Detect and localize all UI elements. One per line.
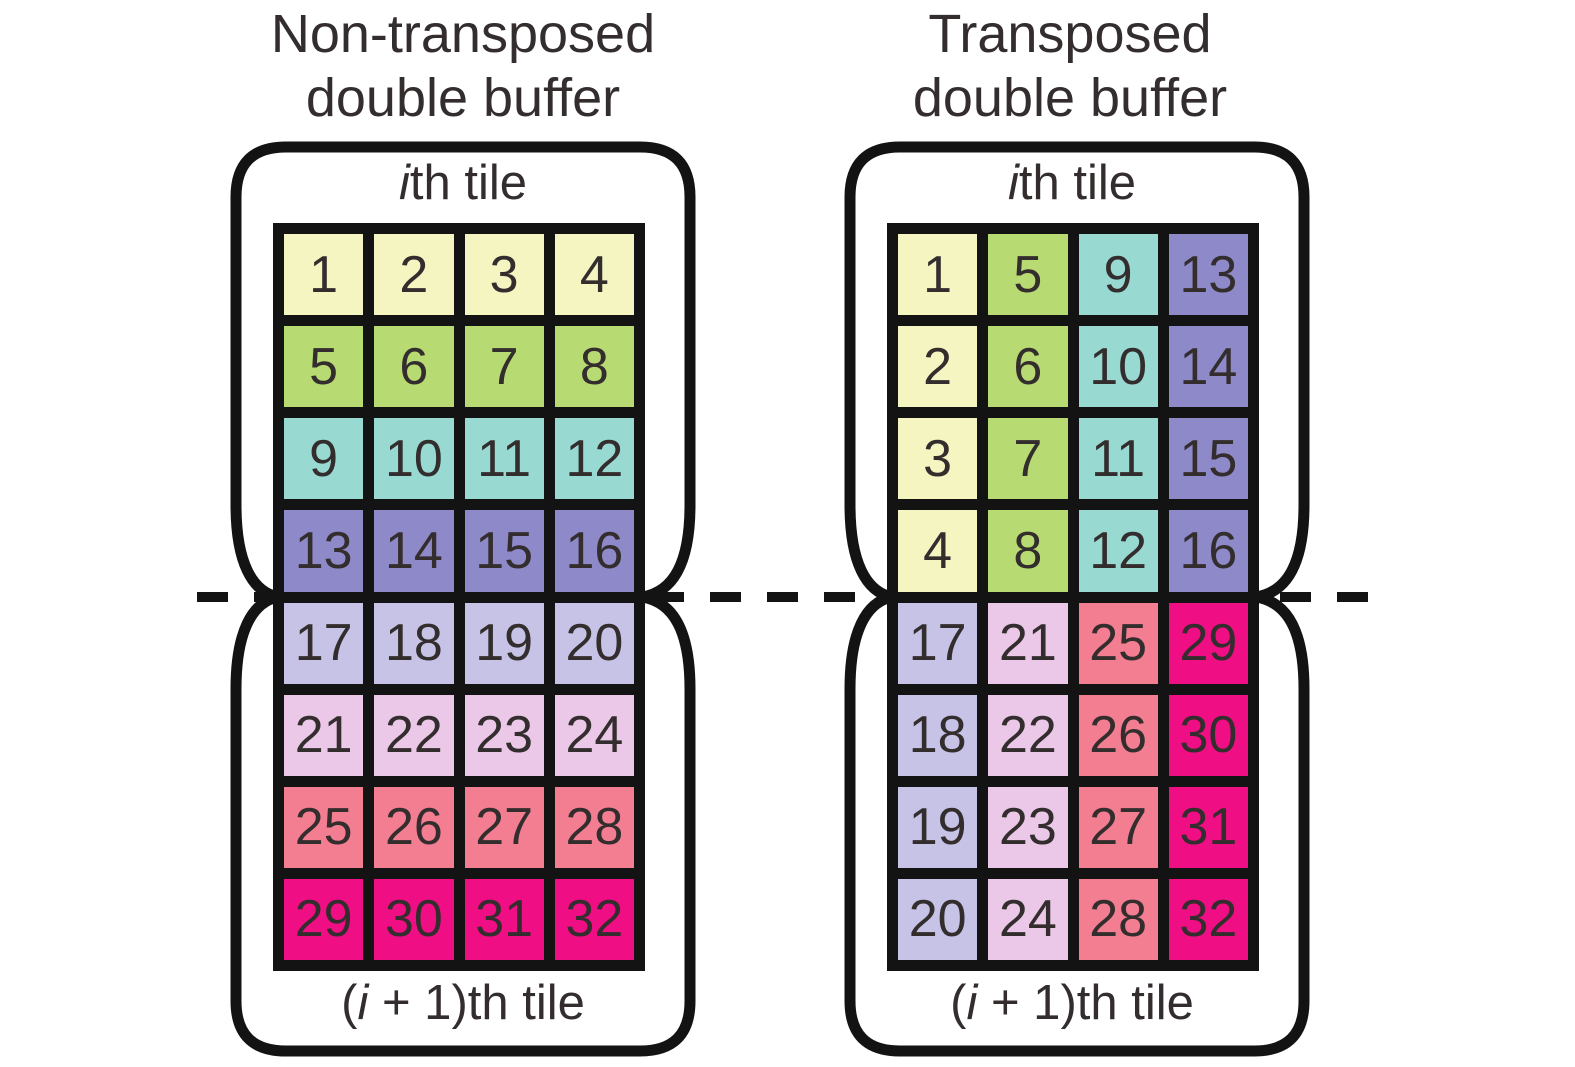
tile-label-italic-i: i bbox=[398, 156, 410, 210]
grid-cell: 7 bbox=[464, 326, 544, 408]
grid-cell: 14 bbox=[374, 510, 454, 592]
non-transposed-ith-tile-label: ith tile bbox=[236, 152, 690, 214]
grid-cell: 21 bbox=[284, 694, 364, 776]
grid-cell: 27 bbox=[1078, 786, 1158, 868]
non-transposed-top-tile-bracket bbox=[230, 141, 696, 603]
grid-cell: 13 bbox=[1168, 234, 1248, 316]
grid-cell: 18 bbox=[374, 602, 454, 684]
grid-cell: 7 bbox=[988, 418, 1068, 500]
grid-cell: 29 bbox=[284, 878, 364, 960]
grid-cell: 9 bbox=[1078, 234, 1158, 316]
grid-cell: 19 bbox=[464, 602, 544, 684]
grid-cell: 32 bbox=[1168, 878, 1248, 960]
grid-cell: 11 bbox=[464, 418, 544, 500]
grid-cell: 28 bbox=[1078, 878, 1158, 960]
grid-cell: 20 bbox=[898, 878, 978, 960]
grid-cell: 4 bbox=[554, 234, 634, 316]
grid-cell: 5 bbox=[988, 234, 1068, 316]
grid-cell: 18 bbox=[898, 694, 978, 776]
grid-cell: 22 bbox=[374, 694, 454, 776]
grid-cell: 12 bbox=[554, 418, 634, 500]
grid-cell: 31 bbox=[1168, 786, 1248, 868]
grid-cell: 25 bbox=[1078, 602, 1158, 684]
tile-label-italic-i: i bbox=[966, 976, 978, 1030]
grid-cell: 3 bbox=[898, 418, 978, 500]
grid-cell: 24 bbox=[554, 694, 634, 776]
tile-label-paren: ( bbox=[950, 976, 967, 1030]
grid-cell: 16 bbox=[554, 510, 634, 592]
grid-cell: 17 bbox=[284, 602, 364, 684]
transposed-i-plus-1th-tile-label: (i + 1)th tile bbox=[850, 972, 1294, 1034]
grid-cell: 30 bbox=[374, 878, 454, 960]
grid-cell: 25 bbox=[284, 786, 364, 868]
tile-label-italic-i: i bbox=[357, 976, 369, 1030]
grid-cell: 23 bbox=[464, 694, 544, 776]
non-transposed-title: Non-transposed double buffer bbox=[163, 2, 763, 130]
grid-cell: 32 bbox=[554, 878, 634, 960]
transposed-top-tile-bracket bbox=[844, 141, 1310, 603]
grid-cell: 19 bbox=[898, 786, 978, 868]
title-line-1: Non-transposed bbox=[270, 4, 656, 64]
grid-cell: 26 bbox=[1078, 694, 1158, 776]
transposed-bottom-tile-bracket bbox=[844, 591, 1310, 1057]
grid-cell: 13 bbox=[284, 510, 364, 592]
title-line-1: Transposed bbox=[928, 4, 1212, 64]
transposed-title: Transposed double buffer bbox=[770, 2, 1370, 130]
grid-cell: 27 bbox=[464, 786, 544, 868]
tile-label-text: + 1)th tile bbox=[368, 976, 585, 1030]
grid-cell: 15 bbox=[464, 510, 544, 592]
grid-cell: 14 bbox=[1168, 326, 1248, 408]
non-transposed-i-plus-1th-tile-label: (i + 1)th tile bbox=[236, 972, 690, 1034]
title-line-2: double buffer bbox=[912, 68, 1228, 128]
grid-cell: 29 bbox=[1168, 602, 1248, 684]
title-line-2: double buffer bbox=[305, 68, 621, 128]
tile-label-text: th tile bbox=[409, 156, 527, 210]
grid-cell: 6 bbox=[374, 326, 454, 408]
tile-label-paren: ( bbox=[341, 976, 358, 1030]
grid-cell: 31 bbox=[464, 878, 544, 960]
grid-cell: 11 bbox=[1078, 418, 1158, 500]
grid-cell: 20 bbox=[554, 602, 634, 684]
grid-cell: 26 bbox=[374, 786, 454, 868]
grid-cell: 22 bbox=[988, 694, 1068, 776]
grid-cell: 1 bbox=[284, 234, 364, 316]
grid-cell: 2 bbox=[898, 326, 978, 408]
grid-cell: 8 bbox=[988, 510, 1068, 592]
grid-cell: 1 bbox=[898, 234, 978, 316]
transposed-ith-tile-label: ith tile bbox=[850, 152, 1294, 214]
grid-cell: 21 bbox=[988, 602, 1068, 684]
grid-cell: 10 bbox=[374, 418, 454, 500]
grid-cell: 9 bbox=[284, 418, 364, 500]
grid-cell: 30 bbox=[1168, 694, 1248, 776]
grid-cell: 28 bbox=[554, 786, 634, 868]
grid-cell: 4 bbox=[898, 510, 978, 592]
tile-label-italic-i: i bbox=[1007, 156, 1019, 210]
tile-label-text: th tile bbox=[1018, 156, 1136, 210]
grid-cell: 10 bbox=[1078, 326, 1158, 408]
grid-cell: 15 bbox=[1168, 418, 1248, 500]
grid-cell: 17 bbox=[898, 602, 978, 684]
grid-cell: 16 bbox=[1168, 510, 1248, 592]
grid-cell: 23 bbox=[988, 786, 1068, 868]
grid-cell: 3 bbox=[464, 234, 544, 316]
grid-cell: 2 bbox=[374, 234, 454, 316]
tile-label-text: + 1)th tile bbox=[977, 976, 1194, 1030]
grid-cell: 8 bbox=[554, 326, 634, 408]
non-transposed-bottom-tile-bracket bbox=[230, 591, 696, 1057]
grid-cell: 12 bbox=[1078, 510, 1158, 592]
grid-cell: 24 bbox=[988, 878, 1068, 960]
grid-cell: 5 bbox=[284, 326, 364, 408]
grid-cell: 6 bbox=[988, 326, 1068, 408]
